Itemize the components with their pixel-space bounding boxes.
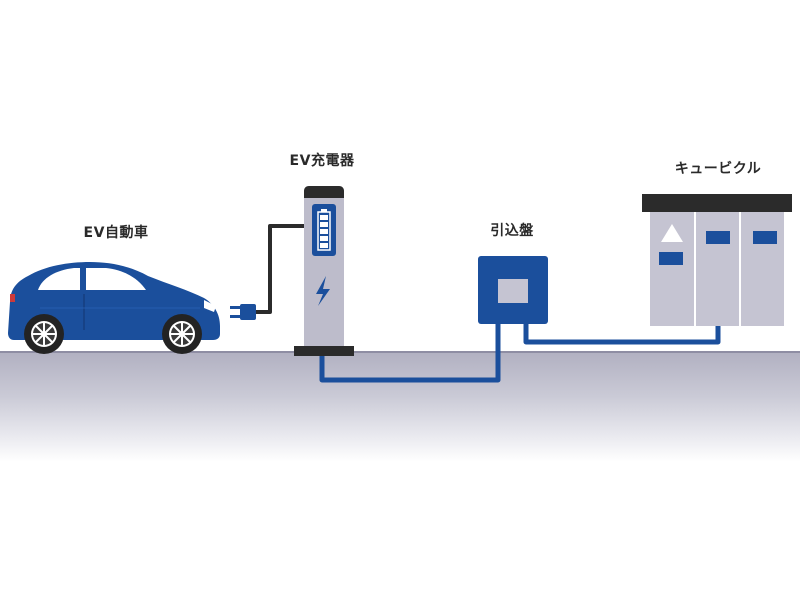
lightning-bolt-icon: [316, 276, 330, 306]
car-wheel-rear: [24, 314, 64, 354]
car-window-front: [86, 268, 146, 290]
car-pillar: [80, 266, 86, 292]
label-ev-car: EV自動車: [83, 225, 149, 241]
ground: [0, 352, 800, 462]
car-window-rear: [38, 268, 80, 290]
cubicle-roof: [642, 194, 792, 212]
cable-charger-to-panel: [319, 322, 501, 383]
car-wheel-front: [162, 314, 202, 354]
charger-base: [294, 346, 354, 356]
car-headlight: [204, 300, 216, 312]
label-cubicle: キュービクル: [674, 161, 762, 177]
cable-panel-to-cubicle: [523, 324, 721, 345]
cubicle-indicator-3: [753, 231, 777, 244]
ev-car: [8, 262, 220, 354]
cubicle-indicator-1: [659, 252, 683, 265]
battery-icon: [317, 209, 331, 251]
label-incoming-panel: 引込盤: [490, 223, 534, 239]
charging-cable: [256, 224, 304, 314]
incoming-panel: [478, 256, 548, 324]
label-ev-charger: EV充電器: [289, 153, 355, 169]
ev-charger: [294, 186, 354, 356]
cubicle-indicator-2: [706, 231, 730, 244]
car-taillight: [10, 294, 15, 302]
cubicle: [642, 194, 792, 326]
triangle-icon: [661, 224, 683, 242]
ground-line: [0, 351, 800, 353]
charger-top: [304, 186, 344, 198]
panel-window: [498, 279, 528, 303]
plug-icon: [230, 304, 256, 320]
